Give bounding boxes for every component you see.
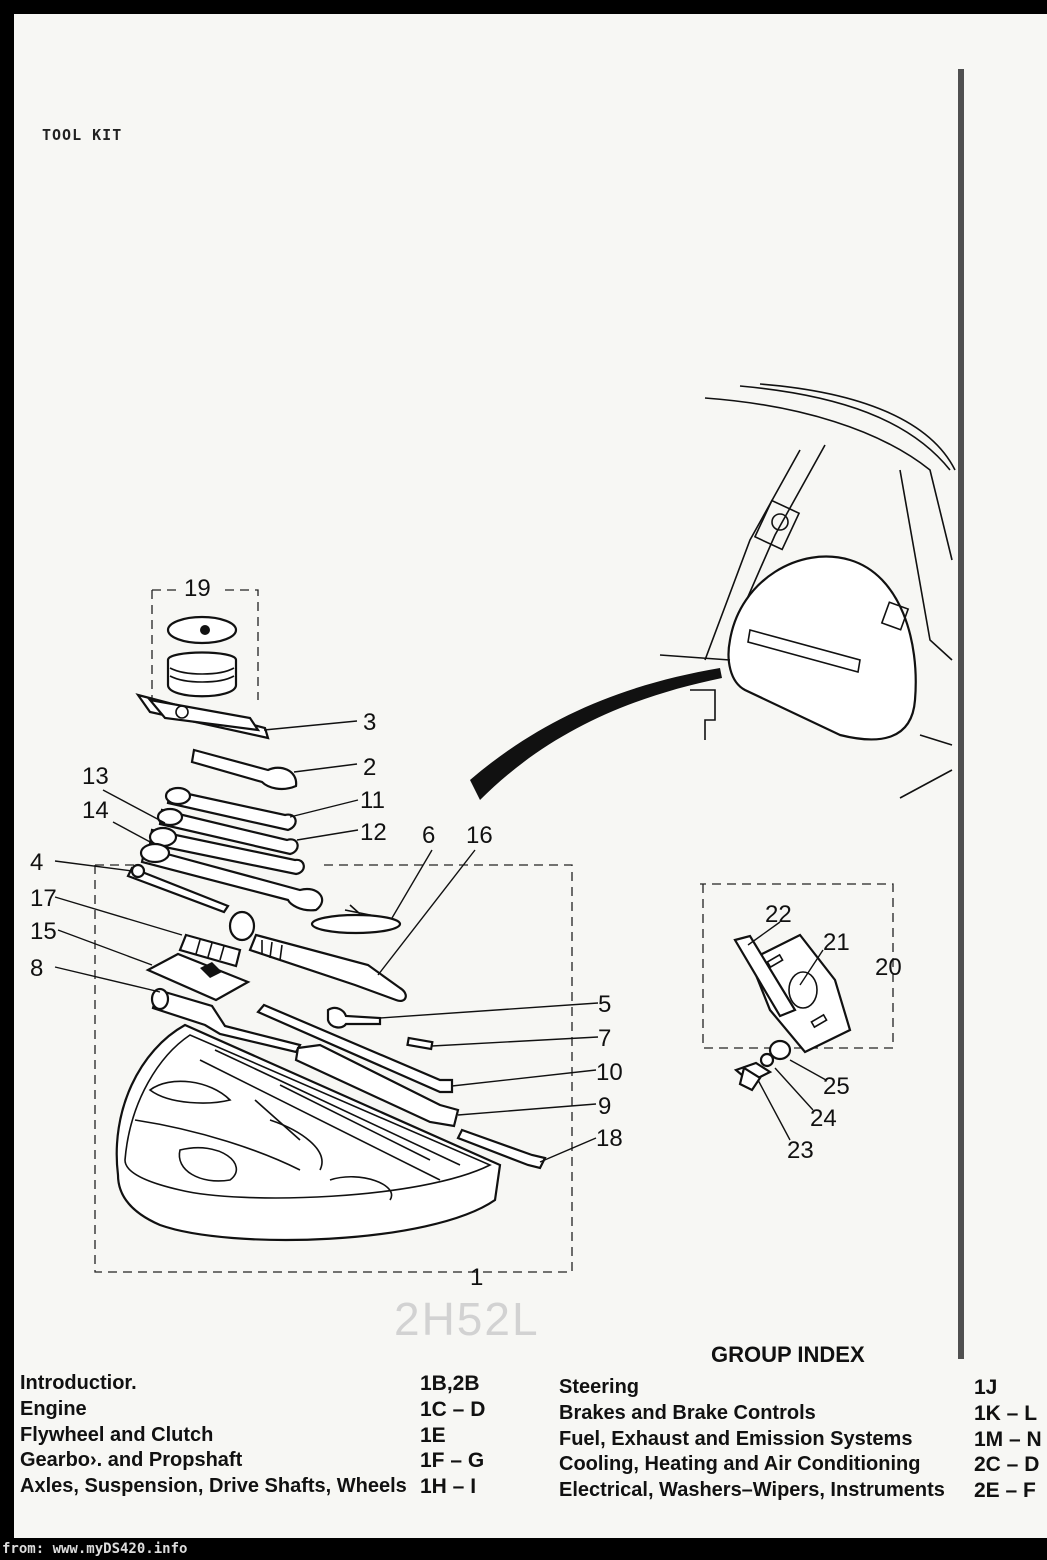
callout-19: 19 [184, 575, 211, 602]
page-title: TOOL KIT [42, 126, 123, 144]
manual-page: TOOL KIT [14, 14, 1047, 1538]
ghost-drawing-number: 2H52L [394, 1293, 540, 1345]
callout-24: 24 [810, 1105, 837, 1132]
index-entry-label: Introductior. [20, 1372, 137, 1394]
hinge-bracket-group [700, 883, 894, 1092]
callout-22: 22 [765, 901, 792, 928]
callout-16: 16 [466, 822, 493, 849]
group-index-title: GROUP INDEX [711, 1342, 865, 1367]
callout-18: 18 [596, 1125, 623, 1152]
callout-13: 13 [82, 763, 109, 790]
index-entry-label: Cooling, Heating and Air Conditioning [559, 1453, 921, 1475]
index-entry-code: 2C – D [974, 1453, 1040, 1476]
index-entry-code: 1E [420, 1424, 446, 1447]
callout-6: 6 [422, 822, 435, 849]
page-edge-rule [958, 69, 964, 1359]
index-entry-label: Steering [559, 1376, 640, 1398]
callout-labels: 1 2 3 4 5 6 7 8 9 10 11 12 13 14 15 16 1… [30, 575, 902, 1291]
callout-25: 25 [823, 1073, 850, 1100]
callout-1: 1 [470, 1264, 483, 1291]
leader-lines [54, 720, 827, 1163]
index-entry-code: 1F – G [420, 1449, 485, 1472]
callout-15: 15 [30, 918, 57, 945]
callout-12: 12 [360, 819, 387, 846]
source-credit: from: www.myDS420.info [2, 1541, 188, 1557]
callout-4: 4 [30, 849, 43, 876]
index-entry-code: 1J [974, 1376, 998, 1399]
index-entry-code: 1K – L [974, 1402, 1038, 1425]
callout-14: 14 [82, 797, 109, 824]
index-entry-code: 1B,2B [420, 1372, 480, 1395]
index-entry-label: Electrical, Washers–Wipers, Instruments [559, 1479, 945, 1501]
index-entry-code: 1M – N [974, 1428, 1042, 1451]
tool-kit-exploded-diagram: 1 2 3 4 5 6 7 8 9 10 11 12 13 14 15 16 1… [30, 383, 956, 1291]
callout-7: 7 [598, 1025, 611, 1052]
index-entry-label: Flywheel and Clutch [20, 1424, 214, 1446]
callout-3: 3 [363, 709, 376, 736]
callout-8: 8 [30, 955, 43, 982]
callout-11: 11 [360, 787, 385, 814]
callout-20: 20 [875, 954, 902, 981]
callout-21: 21 [823, 929, 850, 956]
index-entry-code: 2E – F [974, 1479, 1036, 1502]
index-entry-label: Fuel, Exhaust and Emission Systems [559, 1428, 913, 1450]
tool-pieces [126, 589, 547, 1170]
index-entry-code: 1H – I [420, 1475, 477, 1498]
callout-23: 23 [787, 1137, 814, 1164]
index-entry-label: Axles, Suspension, Drive Shafts, Wheels [20, 1475, 407, 1497]
callout-5: 5 [598, 991, 611, 1018]
index-entry-label: Gearbo›. and Propshaft [20, 1449, 243, 1471]
index-entry-label: Engine [20, 1398, 87, 1420]
index-entry-code: 1C – D [420, 1398, 486, 1421]
callout-10: 10 [596, 1059, 623, 1086]
callout-17: 17 [30, 885, 57, 912]
callout-2: 2 [363, 754, 376, 781]
index-entry-label: Brakes and Brake Controls [559, 1402, 816, 1424]
boot-compartment-illustration [470, 383, 956, 800]
callout-9: 9 [598, 1093, 611, 1120]
tool-tray [115, 1023, 502, 1242]
